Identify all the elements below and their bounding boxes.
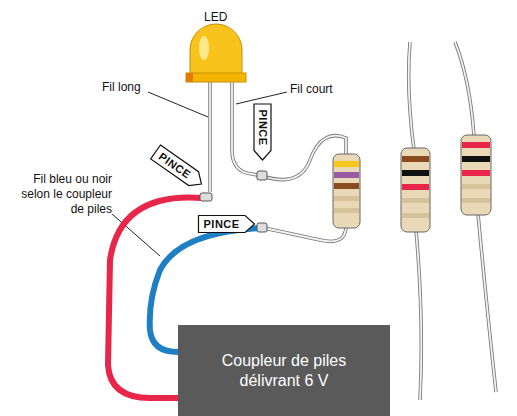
tag-shape [150,145,206,191]
clip [257,223,267,232]
clip-tag: PINCE [253,104,271,161]
tag-shape [254,104,271,160]
clip-tag: PINCE [198,215,255,233]
part-label: Fil court [290,82,333,97]
led-lead [209,82,211,192]
clip [257,171,267,180]
led-lead [208,82,212,192]
resistor-lead [264,226,346,241]
tag-text: PINCE [253,104,271,161]
resistor-lead [455,42,496,392]
clip-tag: PINCE [149,144,206,191]
tag-text: PINCE [149,144,206,191]
led-symbol [186,24,246,82]
resistor-symbol [461,135,491,215]
box-text: Coupleur de piles délivrant 6 V [209,351,359,389]
resistor-symbol [333,154,360,228]
leader-line [148,92,208,117]
clip [200,193,212,201]
part-label: Fil bleu ou noir selon le coupleur de pi… [16,172,112,217]
resistor-lead [455,42,496,392]
resistor-symbol [401,148,430,232]
part-label: Fil long [102,80,141,95]
tag-shape [198,216,254,233]
leader-line [236,92,287,104]
tag-text: PINCE [198,215,255,233]
battery-box: Coupleur de piles délivrant 6 V [178,325,390,416]
part-label: LED [204,10,227,25]
resistor-lead [264,226,346,241]
